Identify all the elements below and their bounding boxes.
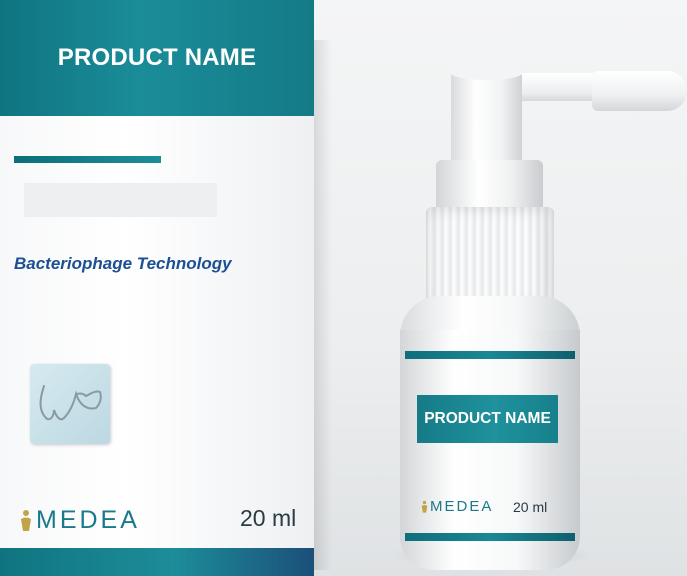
box-placeholder-block — [24, 183, 217, 217]
spray-nozzle-tip — [592, 71, 687, 111]
bottle-body — [400, 330, 580, 570]
bottle-collar — [436, 160, 543, 212]
box-product-name: PRODUCT NAME — [57, 44, 257, 71]
box-volume: 20 ml — [240, 505, 297, 531]
box-tagline: Bacteriophage Technology — [14, 254, 232, 273]
box-shadow — [312, 40, 332, 570]
spray-nozzle-top — [451, 66, 522, 80]
nasal-icon — [30, 364, 110, 444]
bottle-brand-logo: MEDEA — [420, 498, 493, 515]
box-brand-logo: MEDEA — [18, 506, 140, 535]
brand-figure-icon — [421, 500, 428, 513]
bottle-stripe-top — [405, 351, 575, 359]
product-box: PRODUCT NAME Bacteriophage Technology ME… — [0, 0, 314, 576]
bottle-ribbed-cap — [426, 207, 554, 310]
bottle-volume: 20 ml — [513, 499, 548, 515]
bottle-brand-name: MEDEA — [430, 498, 494, 515]
bottle-label: PRODUCT NAME — [417, 395, 558, 443]
spray-nozzle-stem — [451, 72, 522, 166]
box-top-band — [0, 0, 314, 116]
box-bottom-band — [0, 548, 314, 576]
box-brand-name: MEDEA — [36, 506, 140, 534]
brand-figure-icon — [21, 509, 31, 531]
bottle-stripe-bottom — [405, 533, 575, 541]
box-accent-line — [14, 156, 161, 163]
bottle-product-name: PRODUCT NAME — [424, 410, 551, 427]
